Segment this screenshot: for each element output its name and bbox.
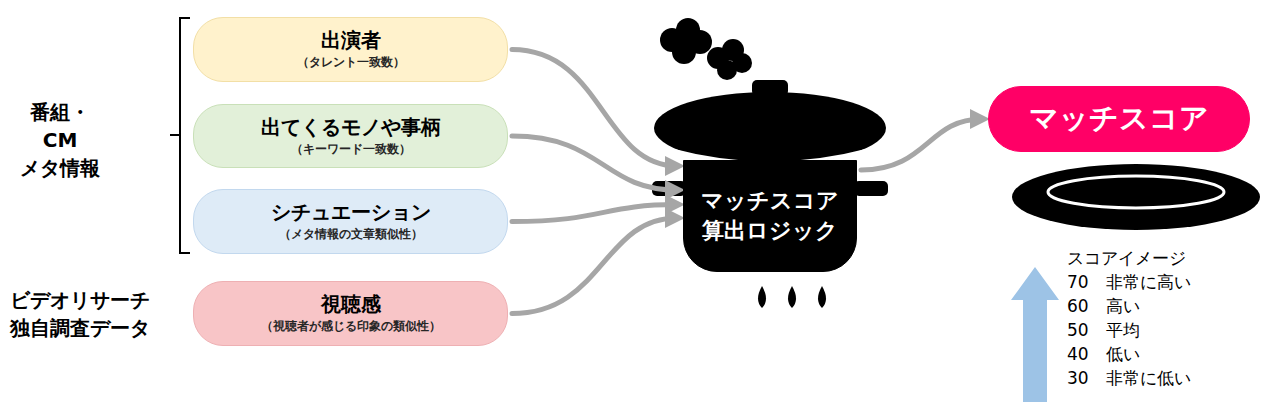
plate — [1012, 164, 1260, 230]
node-title: 出てくるモノや事柄 — [261, 115, 441, 140]
input-box: 出演者 （タレント一致数） — [193, 17, 508, 82]
drops — [758, 286, 826, 308]
node-subtitle: （視聴者が感じる印象の類似性） — [261, 319, 441, 335]
scale-title: スコアイメージ — [1067, 248, 1186, 268]
flow-arrow — [512, 205, 677, 222]
node-title: 視聴感 — [321, 292, 381, 317]
result-pill: マッチスコア — [988, 86, 1250, 152]
node-subtitle: （キーワード一致数） — [291, 142, 411, 158]
scale-item: 50 平均 — [1067, 320, 1140, 340]
node-title: 出演者 — [321, 28, 381, 53]
pot-lid — [654, 80, 886, 164]
pot-handle — [854, 181, 888, 196]
node-title: シチュエーション — [271, 200, 431, 225]
group-bracket — [170, 18, 190, 253]
scale-item: 40 低い — [1067, 344, 1140, 364]
scale-arrow — [1011, 267, 1059, 402]
scale-item: 30 非常に低い — [1067, 368, 1191, 388]
input-box: 視聴感 （視聴者が感じる印象の類似性） — [193, 281, 508, 346]
node-title: マッチスコア 算出ロジック — [701, 186, 839, 245]
node-title: マッチスコア — [1029, 99, 1209, 139]
flow-arrow — [861, 119, 982, 170]
input-box: 出てくるモノや事柄 （キーワード一致数） — [193, 104, 508, 168]
flow-arrow — [512, 136, 677, 190]
pot-body: マッチスコア 算出ロジック — [683, 160, 857, 272]
node-subtitle: （メタ情報の文章類似性） — [279, 227, 423, 243]
group-label: 番組・CM メタ情報 — [20, 98, 100, 182]
steam — [660, 18, 752, 80]
scale-item: 60 高い — [1067, 296, 1140, 316]
group-label: ビデオリサーチ 独自調査データ — [10, 286, 150, 342]
node-subtitle: （タレント一致数） — [297, 55, 405, 71]
flow-arrow — [512, 50, 677, 167]
input-box: シチュエーション （メタ情報の文章類似性） — [193, 189, 508, 254]
scale-item: 70 非常に高い — [1067, 272, 1191, 292]
flow-arrow — [512, 218, 677, 314]
